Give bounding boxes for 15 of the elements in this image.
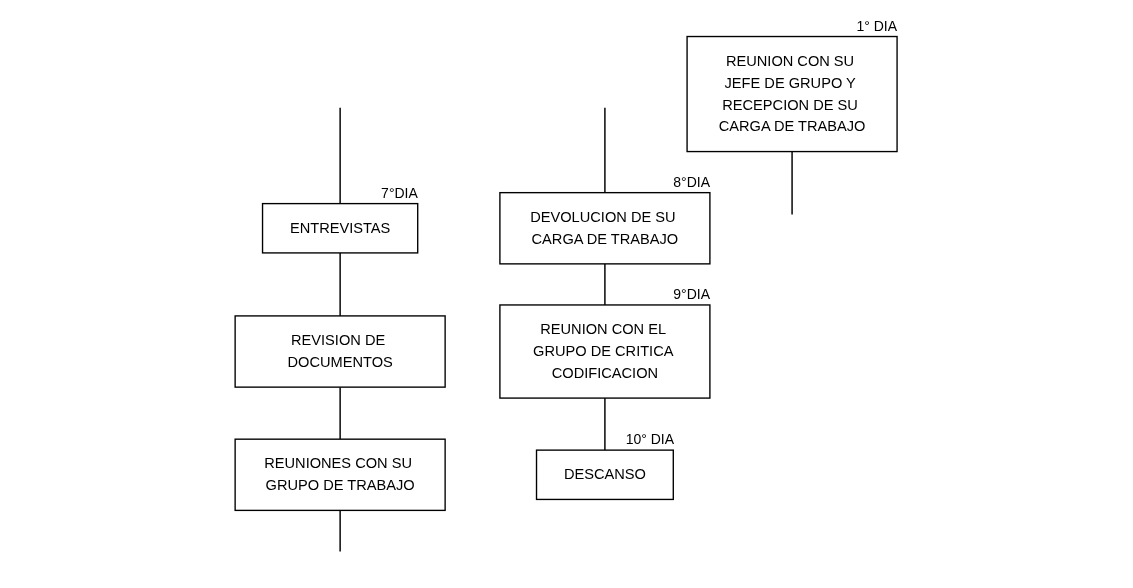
connector-line (339, 107, 342, 205)
process-box: REUNION CON SU JEFE DE GRUPO Y RECEPCION DE SU CARGA DE TRABAJO (686, 35, 899, 153)
connector-line (604, 397, 607, 451)
connector-line (339, 386, 342, 440)
process-box: REVISION DE DOCUMENTOS (234, 315, 447, 388)
process-box: REUNION CON EL GRUPO DE CRITICA CODIFICACION (499, 304, 711, 399)
connector-line (339, 509, 342, 553)
process-box: REUNIONES CON SU GRUPO DE TRABAJO (234, 438, 447, 512)
connector-line (604, 107, 607, 194)
connector-line (791, 150, 794, 216)
process-box: ENTREVISTAS (262, 202, 419, 254)
connector-line (339, 252, 342, 317)
process-box: DEVOLUCION DE SU CARGA DE TRABAJO (499, 191, 711, 265)
connector-line (604, 263, 607, 306)
process-box: DESCANSO (536, 449, 675, 501)
